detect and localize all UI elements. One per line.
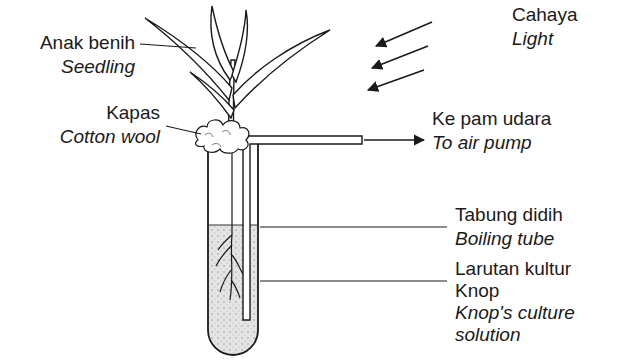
- light-label: Light: [512, 28, 553, 50]
- cotton-wool: [196, 120, 249, 153]
- cotton-wool-label: Kapas: [106, 102, 160, 124]
- light-arrows: [368, 22, 432, 90]
- solution-label: Knop's culture solution: [455, 302, 605, 346]
- light-label: Cahaya: [512, 4, 578, 26]
- air-pump-label: To air pump: [432, 132, 532, 154]
- roots: [216, 150, 244, 300]
- seedling-label: Seedling: [61, 56, 135, 78]
- seedling: [145, 6, 330, 140]
- solution-label: Larutan kultur Knop: [455, 258, 605, 302]
- air-pump-label: Ke pam udara: [432, 108, 551, 130]
- cotton-texture: [205, 131, 230, 147]
- seedling-label: Anak benih: [40, 32, 135, 54]
- leader-lines: [140, 44, 447, 281]
- airflow-arrow: [364, 139, 424, 141]
- cotton-wool-label: Cotton wool: [60, 126, 160, 148]
- boiling-tube-label: Boiling tube: [455, 228, 554, 250]
- air-pipe: [243, 136, 362, 320]
- boiling-tube-label: Tabung didih: [455, 204, 563, 226]
